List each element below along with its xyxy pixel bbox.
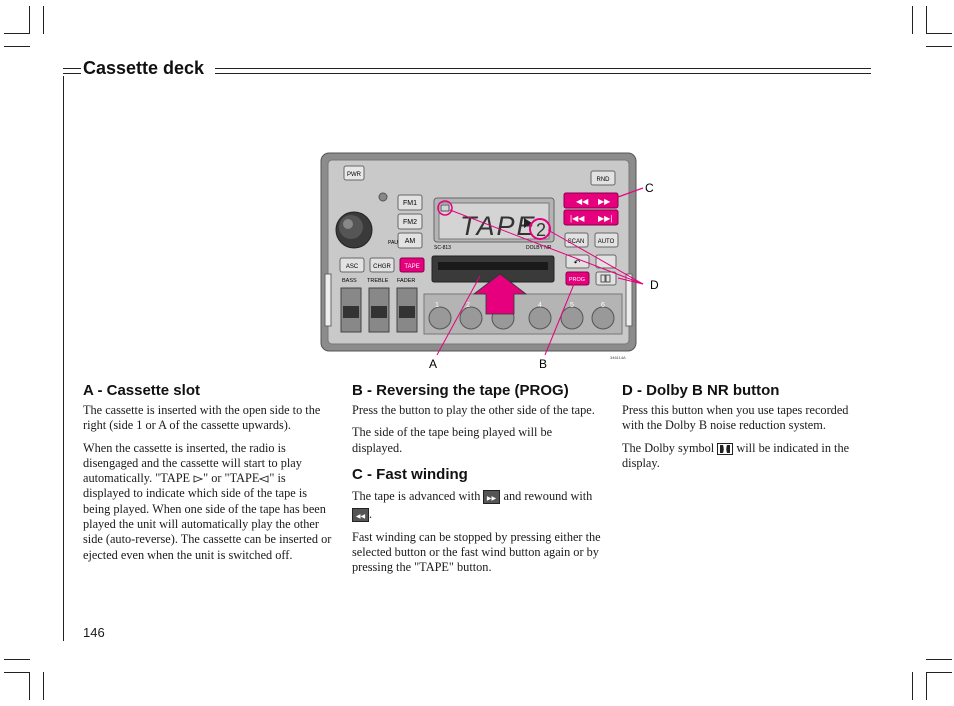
fader-label: FADER bbox=[397, 278, 415, 284]
prog-button-label: PROG bbox=[569, 277, 585, 283]
section-b-p2: The side of the tape being played will b… bbox=[352, 425, 553, 455]
display-tape-text: TAPE bbox=[460, 211, 537, 241]
page-number: 146 bbox=[83, 625, 105, 640]
page-title: Cassette deck bbox=[83, 58, 205, 78]
callout-d: D bbox=[650, 278, 659, 292]
svg-text:6: 6 bbox=[601, 302, 605, 309]
section-a-heading: A - Cassette slot bbox=[83, 382, 200, 399]
treble-label: TREBLE bbox=[367, 278, 389, 284]
rewind-icon: ◀◀ bbox=[576, 197, 589, 206]
am-label: AM bbox=[405, 238, 416, 245]
left-margin-rule bbox=[63, 76, 64, 641]
insert-arrow-icon bbox=[472, 273, 528, 315]
svg-text:2: 2 bbox=[466, 302, 470, 309]
chgr-label: CHGR bbox=[373, 264, 391, 270]
section-c-p2: Fast winding can be stopped by pressing … bbox=[352, 529, 601, 575]
skip-forward-icon: ▶▶| bbox=[598, 214, 612, 223]
rewind-icon: ◀◀ bbox=[352, 508, 369, 523]
section-b-c: B - Reversing the tape (PROG) Press the … bbox=[352, 382, 602, 583]
section-a-p1: The cassette is inserted with the open s… bbox=[83, 403, 321, 433]
callout-a: A bbox=[429, 357, 437, 370]
bass-label: BASS bbox=[342, 278, 357, 284]
model-label: SC-813 bbox=[434, 245, 451, 251]
section-b-heading: B - Reversing the tape (PROG) bbox=[352, 382, 569, 399]
callout-b: B bbox=[539, 357, 547, 370]
svg-text:◀◀: ◀◀ bbox=[356, 514, 366, 520]
play-forward-icon bbox=[193, 475, 204, 484]
svg-text:4: 4 bbox=[538, 302, 542, 309]
fm2-label: FM2 bbox=[403, 219, 417, 226]
display-side-number: 2 bbox=[536, 220, 546, 240]
figure-id: 346114A bbox=[610, 355, 626, 360]
eject-icon: ↶ bbox=[574, 258, 581, 267]
dolby-nr-label: DOLBY NR bbox=[526, 245, 552, 251]
pwr-button-label: PWR bbox=[347, 172, 362, 178]
svg-text:▶▶: ▶▶ bbox=[487, 496, 497, 502]
pause-label: PAUSE bbox=[388, 240, 405, 246]
auto-label: AUTO bbox=[598, 239, 615, 245]
skip-back-icon: |◀◀ bbox=[570, 214, 585, 223]
section-d-p2: The Dolby symbol will be indicated in th… bbox=[622, 440, 850, 470]
fm1-label: FM1 bbox=[403, 200, 417, 207]
scan-label: SCAN bbox=[568, 239, 585, 245]
asc-label: ASC bbox=[346, 264, 359, 270]
dolby-icon bbox=[717, 442, 734, 455]
rnd-label: RND bbox=[597, 177, 611, 183]
section-a-p2: When the cassette is inserted, the radio… bbox=[83, 440, 332, 562]
callout-c: C bbox=[645, 181, 654, 195]
svg-text:1: 1 bbox=[435, 302, 439, 309]
section-d: D - Dolby B NR button Press this button … bbox=[622, 382, 872, 478]
play-reverse-icon bbox=[259, 475, 269, 484]
fast-forward-icon: ▶▶ bbox=[483, 490, 501, 505]
tape-button-label: TAPE bbox=[404, 264, 419, 270]
section-a: A - Cassette slot The cassette is insert… bbox=[83, 382, 333, 570]
fast-forward-icon: ▶▶ bbox=[598, 197, 611, 206]
section-d-p1: Press this button when you use tapes rec… bbox=[622, 403, 849, 433]
section-b-p1: Press the button to play the other side … bbox=[352, 403, 595, 417]
section-c-heading: C - Fast winding bbox=[352, 465, 468, 483]
car-radio-illustration: PWR PAUSE FM1 FM2 AM TAPE 2 SC-813 DOLBY… bbox=[320, 152, 659, 370]
svg-text:5: 5 bbox=[570, 302, 574, 309]
section-c-p1: The tape is advanced with ▶▶ and rewound… bbox=[352, 488, 593, 523]
section-d-heading: D - Dolby B NR button bbox=[622, 382, 780, 399]
